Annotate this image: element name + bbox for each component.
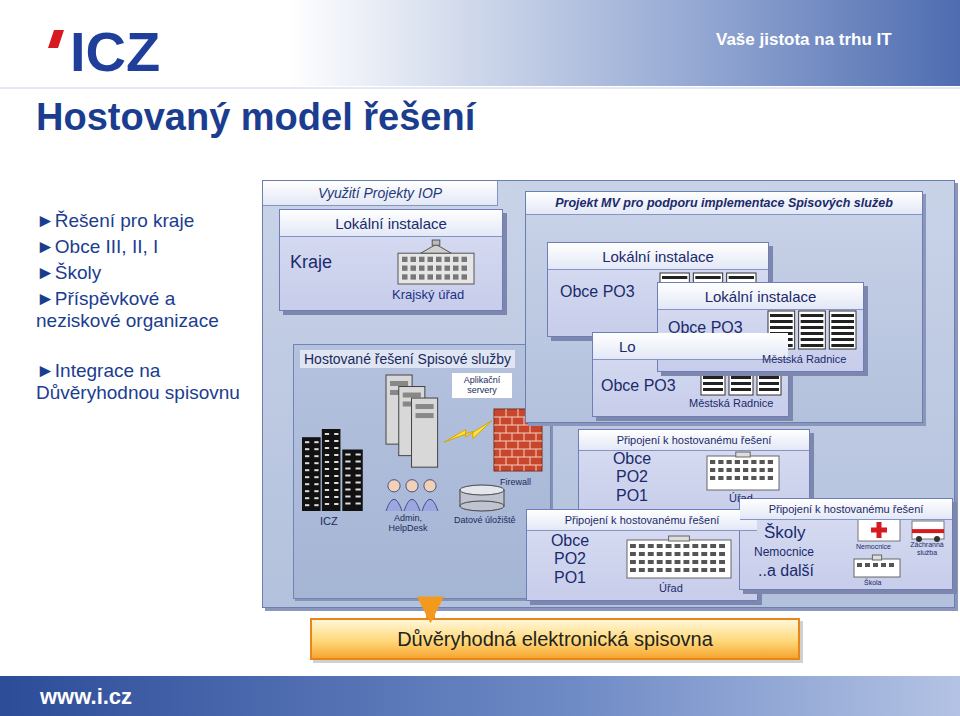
install-card: Lokální instalaceKrajeKrajský úřad: [279, 209, 503, 311]
box-text: Úřad: [659, 582, 683, 595]
box-heading: Lo: [593, 333, 788, 360]
project-panel: Lokální instalaceKrajeKrajský úřadHostov…: [262, 180, 955, 608]
box-text: Nemocnice: [856, 543, 891, 551]
box-text: Obce PO3: [668, 319, 743, 337]
tower-icon: [302, 429, 363, 511]
box-heading: Připojení k hostovanému řešení: [579, 430, 809, 451]
header-rule: [0, 88, 960, 89]
hosted-client-card: Připojení k hostovanému řešeníObce PO2 P…: [526, 509, 758, 601]
box-heading: Projekt MV pro podporu implementace Spis…: [526, 192, 922, 215]
bullet-item: ►Řešení pro kraje: [36, 210, 261, 232]
box-heading: Lokální instalace: [658, 283, 863, 310]
box-text: Důvěryhodná elektronická spisovna: [312, 620, 798, 658]
bullet-item: ►Obce III, II, I: [36, 236, 261, 258]
box-text: ICZ: [320, 515, 338, 528]
people-icon: [386, 480, 438, 511]
box-text: Admin, HelpDesk: [380, 513, 436, 534]
box-text: Aplikační servery: [452, 373, 512, 398]
footer-url: www.i.cz: [40, 684, 132, 709]
project-panel: Lokální instalaceObce PO3LoObce PO3Městs…: [525, 191, 923, 423]
box-text: Městská Radnice: [689, 397, 773, 410]
box-text: Firewall: [500, 477, 531, 487]
box-text: Školy: [764, 523, 806, 543]
logo-text: ICZ: [70, 20, 160, 84]
box-heading: Lokální instalace: [548, 243, 768, 270]
box-text: Obce PO3: [560, 283, 635, 301]
server-icon: [386, 375, 438, 467]
box-text: Krajský úřad: [392, 288, 464, 303]
stripes-icon: [701, 373, 781, 395]
box-text: Obce PO2 PO1: [601, 450, 663, 505]
box-text: Obce PO3: [601, 377, 676, 395]
hosp-icon: [858, 519, 900, 541]
db-icon: [460, 485, 504, 511]
illustration: [294, 345, 552, 600]
bolt-icon: [444, 421, 492, 443]
hall2-icon: [854, 555, 900, 577]
bullet-item: ►Integrace na Důvěryhodnou spisovnu: [36, 360, 261, 404]
box-heading: Využití Projekty IOP: [263, 181, 498, 206]
hall2-icon: [707, 452, 779, 490]
logo-accent: [48, 30, 64, 48]
slide-title: Hostovaný model řešení: [36, 96, 475, 139]
logo-ground: [36, 18, 186, 90]
hall-icon: [398, 240, 474, 284]
hosted-client-card: Připojení k hostovanému řešeníŠkolyNemoc…: [739, 498, 953, 590]
box-heading: Připojení k hostovanému řešení: [740, 499, 952, 520]
box-text: Škola: [864, 579, 882, 587]
bullet-item: ►Příspěvkové a neziskové organizace: [36, 288, 261, 332]
footer-bar: [0, 676, 960, 716]
bullet-item: ►Školy: [36, 262, 261, 284]
stripes-icon: [768, 311, 856, 349]
hall2-icon: [627, 536, 731, 578]
box-text: Záchranná služba: [906, 541, 948, 557]
amb-icon: [912, 521, 944, 542]
header-bar: [0, 0, 960, 86]
box-text: Datové úložiště: [454, 515, 516, 525]
box-text: Hostované řešení Spisové služby: [300, 350, 515, 368]
box-heading: Lokální instalace: [280, 210, 502, 237]
install-card: LoObce PO3Městská Radnice: [592, 332, 789, 417]
archive-band: Důvěryhodná elektronická spisovna: [310, 618, 800, 660]
box-heading: Připojení k hostovanému řešení: [527, 510, 757, 531]
box-text: Obce PO2 PO1: [539, 532, 601, 587]
slogan: Vaše jistota na trhu IT: [716, 30, 892, 50]
box-text: Nemocnice: [754, 546, 814, 560]
hosted-region: Hostované řešení Spisové službyAplikační…: [293, 344, 551, 599]
box-text: Městská Radnice: [762, 353, 846, 366]
box-text: ..a další: [758, 562, 814, 580]
box-text: Kraje: [290, 252, 332, 273]
